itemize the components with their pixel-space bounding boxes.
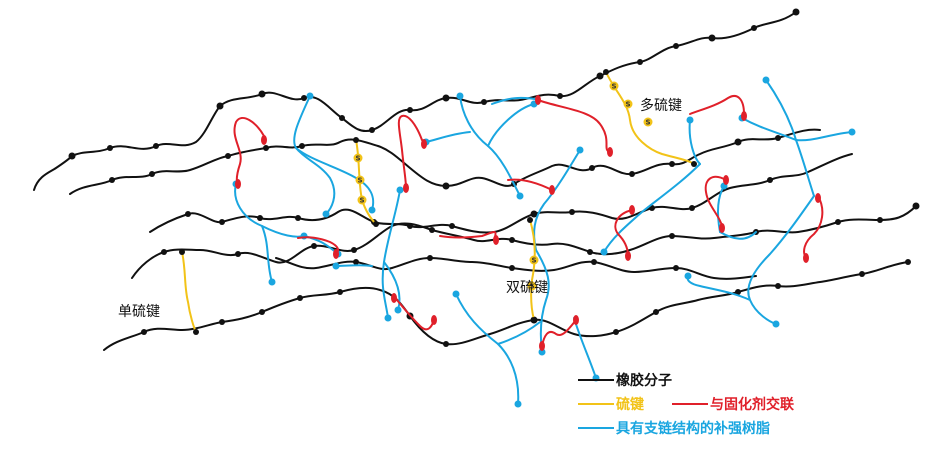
sulfur-atom: S [623,99,633,109]
legend: 橡胶分子 硫键 与固化剂交联 具有支链结构的补强树脂 [578,372,795,437]
legend-sulfur: 硫键 [578,396,645,413]
sulfur-atom: S [357,195,367,205]
rubber-chains [33,11,917,351]
legend-curing: 与固化剂交联 [672,396,795,413]
svg-text:S: S [531,257,536,265]
chain-beads [68,8,920,347]
sulfur-atom: S [643,117,653,127]
single-sulfur-label: 单硫键 [118,304,160,320]
multi-sulfur-label: 多硫键 [640,97,682,114]
curing-ends [235,95,821,351]
curing-links [233,95,824,347]
svg-text:S: S [625,101,630,109]
sulfur-bonds [181,71,695,333]
sulfur-atoms: S S S S S S S S [353,81,653,291]
legend-resin: 具有支链结构的补强树脂 [578,420,770,437]
svg-text:S: S [645,119,650,127]
sulfur-atom: S [529,255,539,265]
svg-text:具有支链结构的补强树脂: 具有支链结构的补强树脂 [615,420,770,437]
rubber-chain-1 [33,11,797,191]
rubber-chain-5 [103,261,909,351]
svg-text:硫键: 硫键 [616,396,645,413]
sulfur-atom: S [609,81,619,91]
svg-text:与固化剂交联: 与固化剂交联 [710,396,795,413]
svg-text:橡胶分子: 橡胶分子 [616,372,672,389]
double-sulfur-label: 双硫键 [506,280,548,296]
svg-text:S: S [359,197,364,205]
resin-ends [232,76,856,408]
sulfur-atom: S [527,281,537,291]
sulfur-atom: S [355,175,365,185]
rubber-chain-3 [149,153,853,234]
svg-text:S: S [611,83,616,91]
svg-text:S: S [529,283,534,291]
legend-rubber: 橡胶分子 [578,372,672,389]
sulfur-atom: S [353,153,363,163]
rubber-chain-6 [275,256,757,280]
svg-text:S: S [355,155,360,163]
svg-text:S: S [357,177,362,185]
